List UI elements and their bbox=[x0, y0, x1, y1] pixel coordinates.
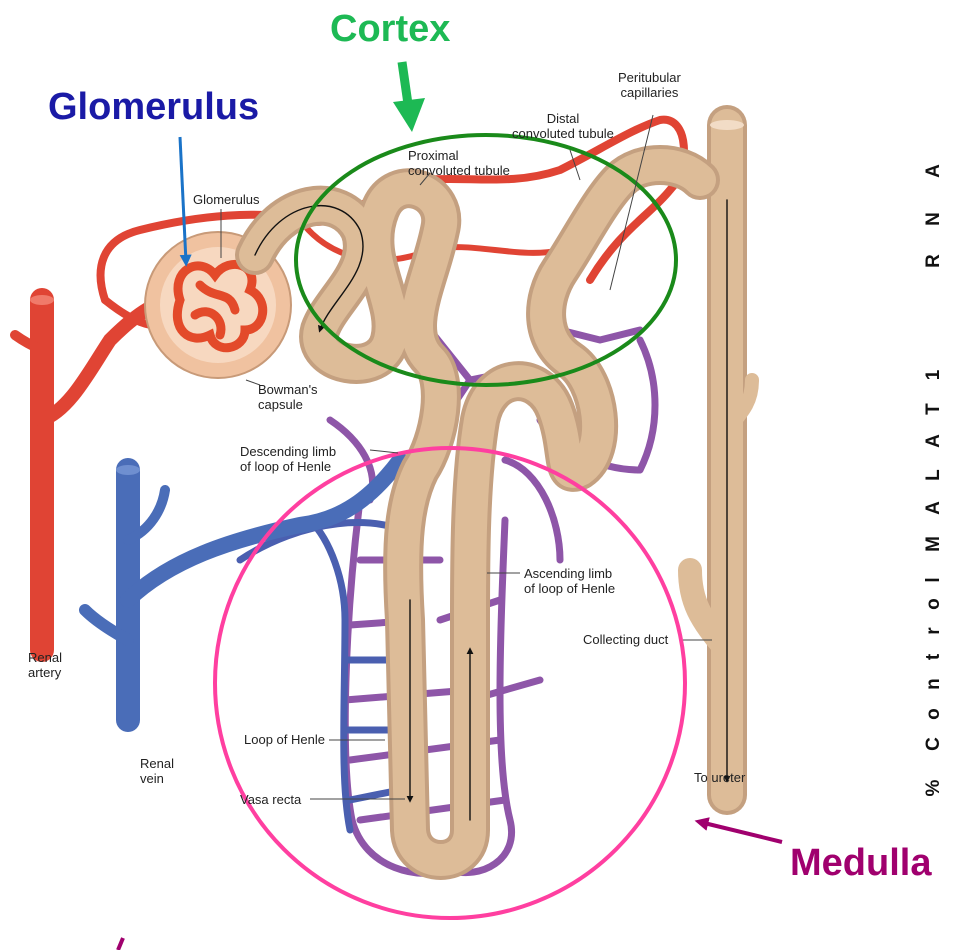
side-char: N bbox=[923, 209, 945, 229]
label-to-ureter: To ureter bbox=[694, 770, 745, 785]
side-char: T bbox=[923, 399, 945, 419]
side-char: r bbox=[923, 621, 945, 641]
label-glomerulus: Glomerulus bbox=[193, 192, 259, 207]
glomerulus-heading: Glomerulus bbox=[48, 86, 259, 129]
cortex-arrow-head bbox=[393, 98, 425, 132]
side-char: A bbox=[923, 161, 945, 181]
label-loop-of-henle: Loop of Henle bbox=[244, 732, 325, 747]
side-char: L bbox=[923, 465, 945, 485]
side-char: n bbox=[923, 674, 945, 694]
side-char: o bbox=[923, 594, 945, 614]
side-char: A bbox=[923, 431, 945, 451]
label-collecting-duct: Collecting duct bbox=[583, 632, 668, 647]
side-char: A bbox=[923, 498, 945, 518]
side-char: o bbox=[923, 704, 945, 724]
side-char: 1 bbox=[923, 365, 945, 385]
side-char: R bbox=[923, 251, 945, 271]
corner-arrow bbox=[118, 938, 123, 950]
cortex-heading: Cortex bbox=[330, 8, 450, 51]
side-char: M bbox=[923, 534, 945, 554]
side-char: C bbox=[923, 734, 945, 754]
side-char: % bbox=[923, 778, 945, 798]
medulla-arrow bbox=[700, 822, 782, 842]
medulla-heading: Medulla bbox=[790, 842, 931, 885]
side-char: t bbox=[923, 647, 945, 667]
collecting-duct bbox=[690, 120, 752, 795]
side-char: l bbox=[923, 570, 945, 590]
label-vasa-recta: Vasa recta bbox=[240, 792, 301, 807]
